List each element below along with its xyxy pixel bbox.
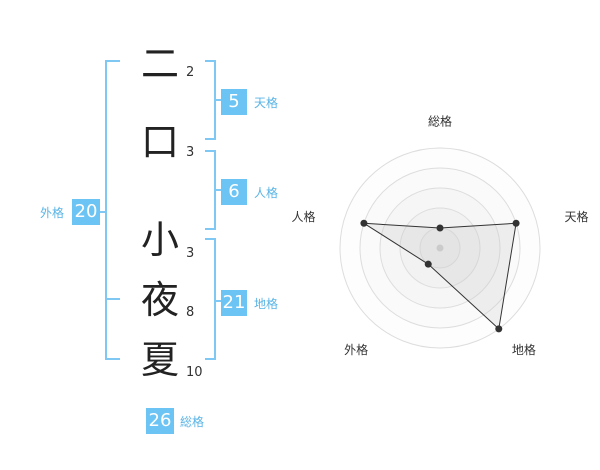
given-strokes-2: 8	[186, 305, 195, 320]
gaikaku-badge: 20	[72, 199, 100, 225]
chikaku-label: 地格	[254, 297, 279, 311]
chikaku-connector	[216, 300, 222, 302]
tenkaku-label: 天格	[254, 96, 279, 110]
radar-point-4	[424, 260, 432, 268]
soukaku-label: 総格	[180, 415, 205, 429]
tenkaku-bracket	[205, 60, 216, 140]
radar-center-dot	[436, 244, 444, 252]
radar-point-5	[360, 219, 368, 227]
jinkaku-connector	[216, 189, 222, 191]
gaikaku-connector	[100, 211, 107, 213]
radar-axis-label-3: 地格	[512, 342, 536, 357]
radar-axis-label-4: 外格	[344, 342, 368, 357]
surname-strokes-2: 3	[186, 145, 195, 160]
chikaku-badge: 21	[221, 290, 247, 316]
radar-point-2	[512, 219, 520, 227]
given-strokes-3: 10	[186, 365, 203, 380]
radar-axis-label-1: 総格	[428, 114, 452, 129]
soukaku-badge: 26	[146, 408, 174, 434]
surname-char-2: 口	[140, 120, 179, 164]
radar-series-area	[363, 222, 517, 330]
gaikaku-label: 外格	[40, 206, 65, 220]
gaikaku-inner-tick	[105, 298, 120, 300]
radar-point-1	[436, 224, 444, 232]
chikaku-bracket	[205, 238, 216, 360]
tenkaku-connector	[216, 99, 222, 101]
given-char-3: 夏	[140, 338, 179, 382]
given-strokes-1: 3	[186, 246, 195, 261]
jinkaku-label: 人格	[254, 186, 279, 200]
radar-axis-label-5: 人格	[291, 209, 315, 224]
given-char-2: 夜	[140, 278, 179, 322]
gaikaku-bracket	[105, 60, 120, 360]
tenkaku-badge: 5	[221, 89, 247, 115]
radar-axis-label-2: 天格	[565, 209, 589, 224]
jinkaku-badge: 6	[221, 179, 247, 205]
surname-char-1: 二	[140, 42, 179, 86]
radar-point-3	[495, 325, 503, 333]
surname-strokes-1: 2	[186, 65, 195, 80]
given-char-1: 小	[140, 218, 179, 262]
jinkaku-bracket	[205, 150, 216, 230]
